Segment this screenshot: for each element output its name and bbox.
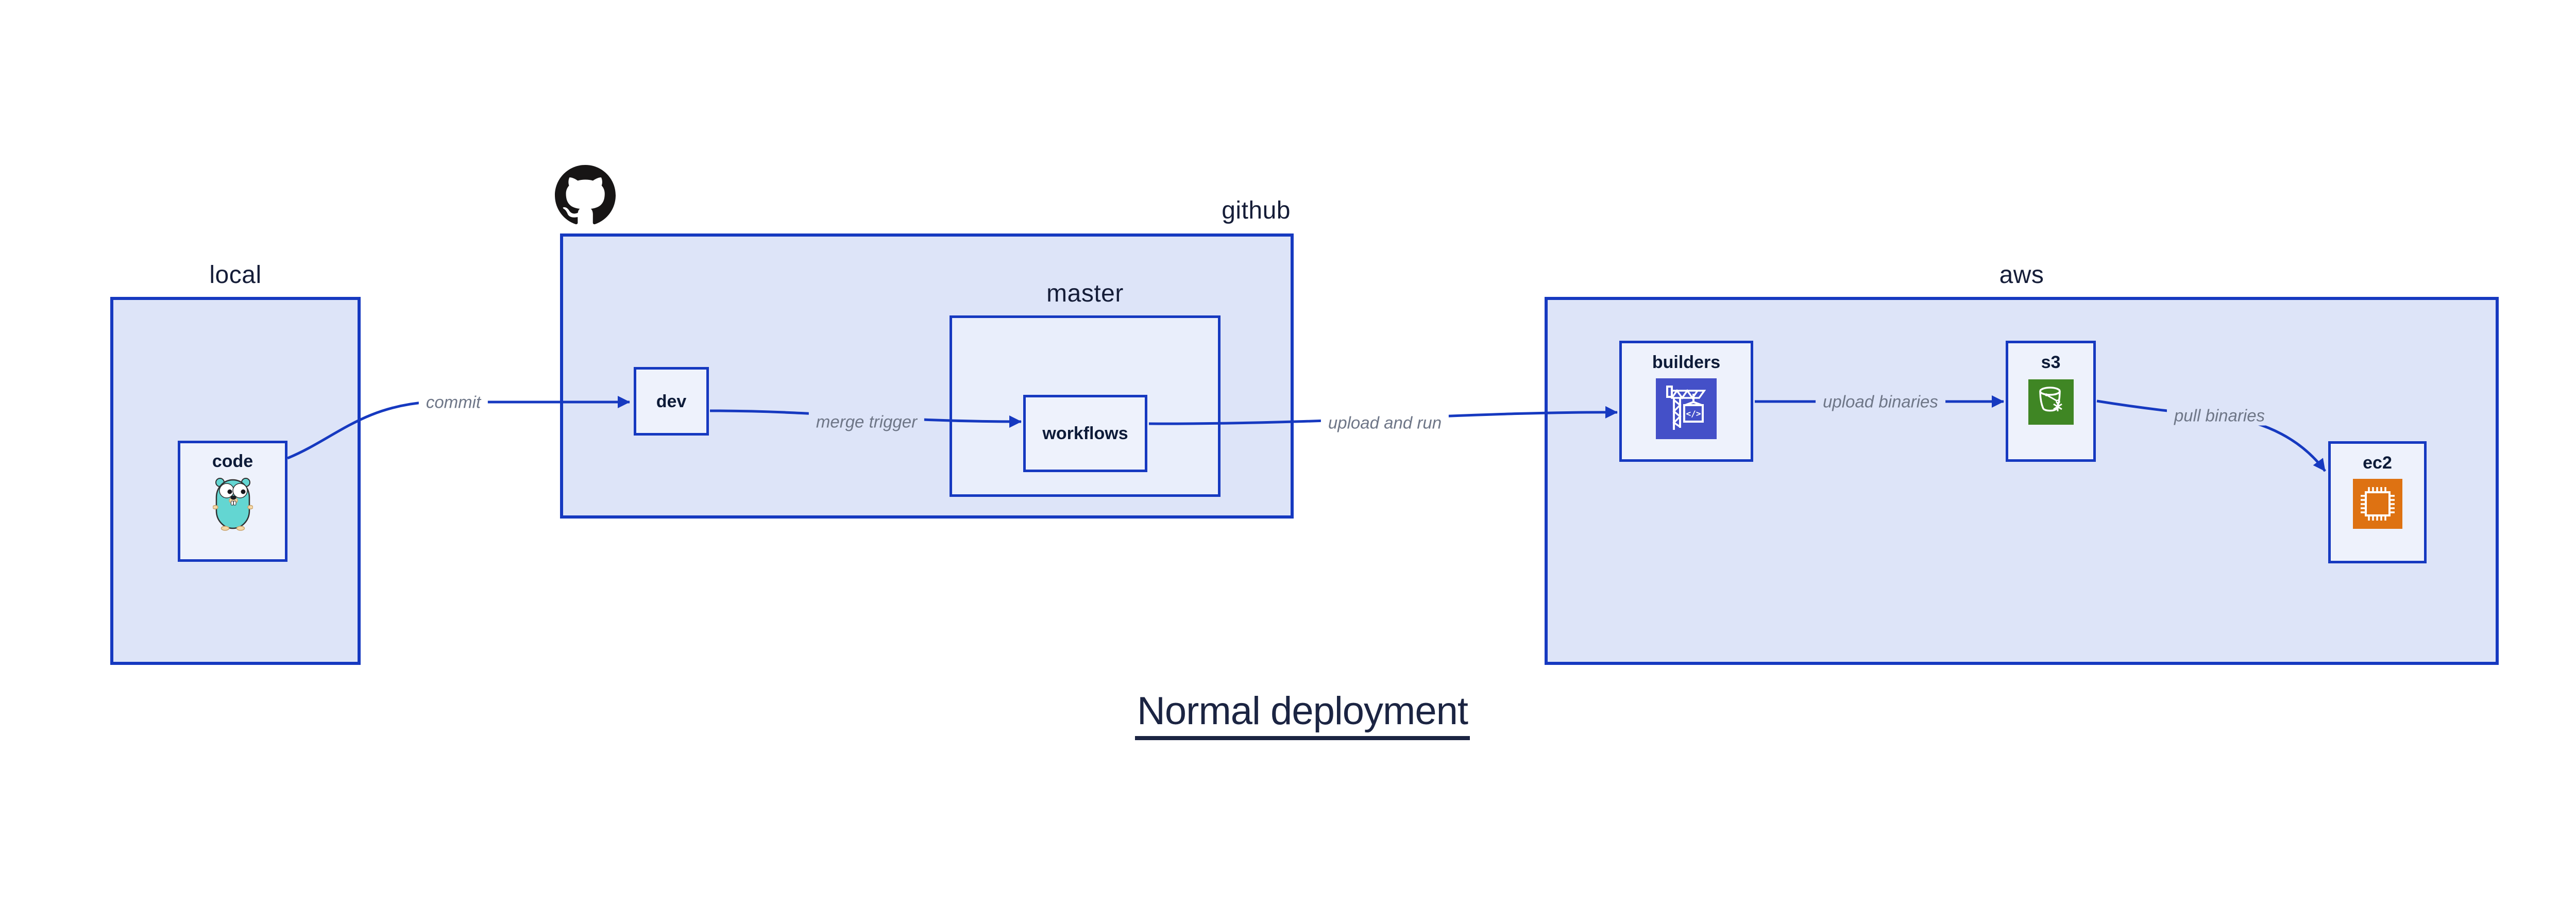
node-workflows: workflows [1023,395,1147,472]
node-ec2-label: ec2 [2363,453,2392,473]
node-s3-label: s3 [2041,353,2061,372]
diagram-title-wrap: Normal deployment [993,692,1612,740]
node-workflows-label: workflows [1042,424,1128,443]
node-builders: builders </> [1619,341,1753,462]
edge-commit [287,396,630,460]
aws-codebuild-icon: </> [1656,378,1717,439]
edge-label-commit: commit [418,392,488,412]
github-octocat-icon [555,165,616,225]
node-ec2: ec2 [2328,441,2427,563]
container-master-label: master [1046,280,1124,307]
node-dev-label: dev [656,391,687,411]
aws-s3-bucket-icon [2028,379,2074,425]
codebuild-code-glyph: </> [1686,409,1701,419]
node-s3: s3 [2006,341,2096,462]
container-aws-label: aws [1999,261,2044,289]
aws-ec2-chip-icon [2352,479,2402,529]
diagram-title: Normal deployment [1135,692,1470,740]
node-builders-label: builders [1652,353,1721,372]
edge-label-upload-and-run: upload and run [1320,412,1449,433]
container-local-label: local [209,261,262,289]
go-gopher-icon [212,478,253,531]
container-github-label: github [1222,197,1291,224]
node-dev: dev [634,367,709,436]
edge-label-pull-binaries: pull binaries [2166,405,2273,426]
edge-label-merge-trigger: merge trigger [808,411,925,432]
node-code: code [178,441,287,562]
node-code-label: code [212,452,253,471]
edge-label-upload-binaries: upload binaries [1816,391,1945,412]
